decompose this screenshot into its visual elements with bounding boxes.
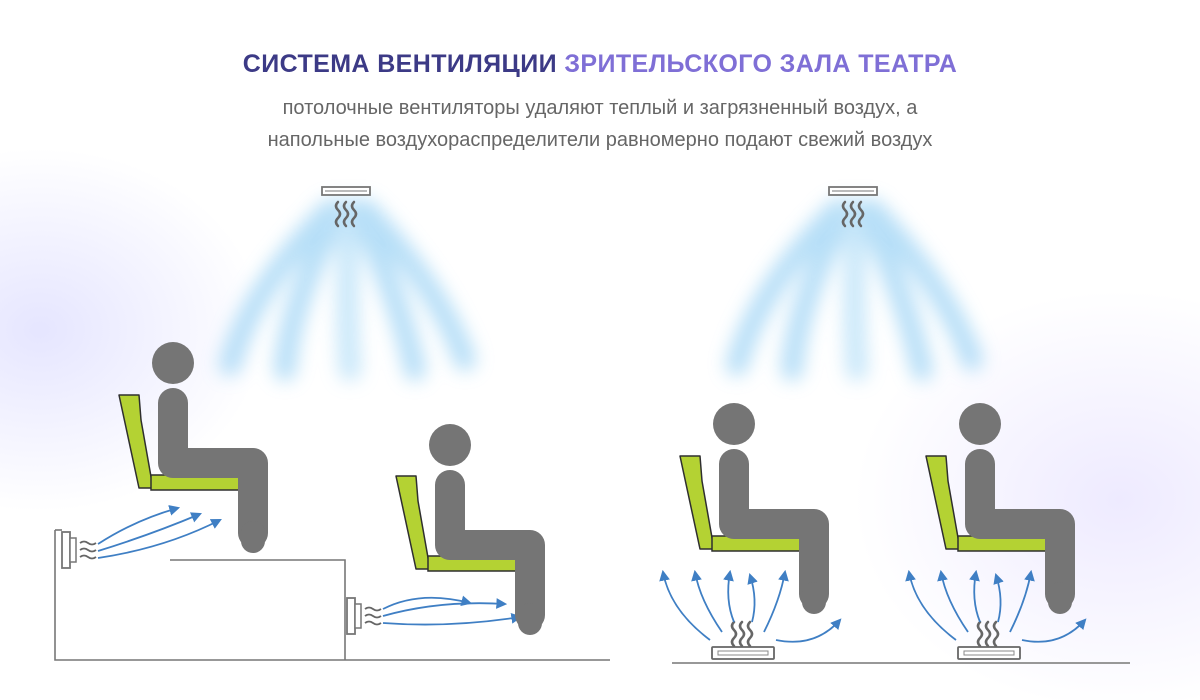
floor-supply-arrows bbox=[659, 569, 1087, 643]
person-icon bbox=[429, 424, 530, 623]
stepped-floor bbox=[54, 529, 610, 661]
airflow-cone-right bbox=[726, 199, 983, 381]
subtitle-line-1: потолочные вентиляторы удаляют теплый и … bbox=[282, 97, 918, 119]
title-dark-part: СИСТЕМА ВЕНТИЛЯЦИИ bbox=[242, 50, 557, 78]
page-subtitle: потолочные вентиляторы удаляют теплый и … bbox=[100, 92, 1100, 156]
subtitle-line-2: напольные воздухораспределители равномер… bbox=[267, 129, 933, 151]
person-icon bbox=[959, 403, 1060, 602]
title-accent-part: ЗРИТЕЛЬСКОГО ЗАЛА ТЕАТРА bbox=[564, 50, 958, 78]
ceiling-vent-icon bbox=[321, 186, 371, 228]
ceiling-vent-icon bbox=[828, 186, 878, 228]
floor-vent-icon bbox=[957, 620, 1021, 660]
supply-air-arrows bbox=[97, 505, 523, 626]
wall-vent-icon bbox=[61, 531, 97, 569]
floor-vent-icon bbox=[711, 620, 775, 660]
page-title: СИСТЕМА ВЕНТИЛЯЦИИ ЗРИТЕЛЬСКОГО ЗАЛА ТЕА… bbox=[0, 50, 1200, 79]
wall-vent-icon bbox=[346, 597, 382, 635]
airflow-cone-left bbox=[219, 199, 476, 381]
person-icon bbox=[713, 403, 814, 602]
